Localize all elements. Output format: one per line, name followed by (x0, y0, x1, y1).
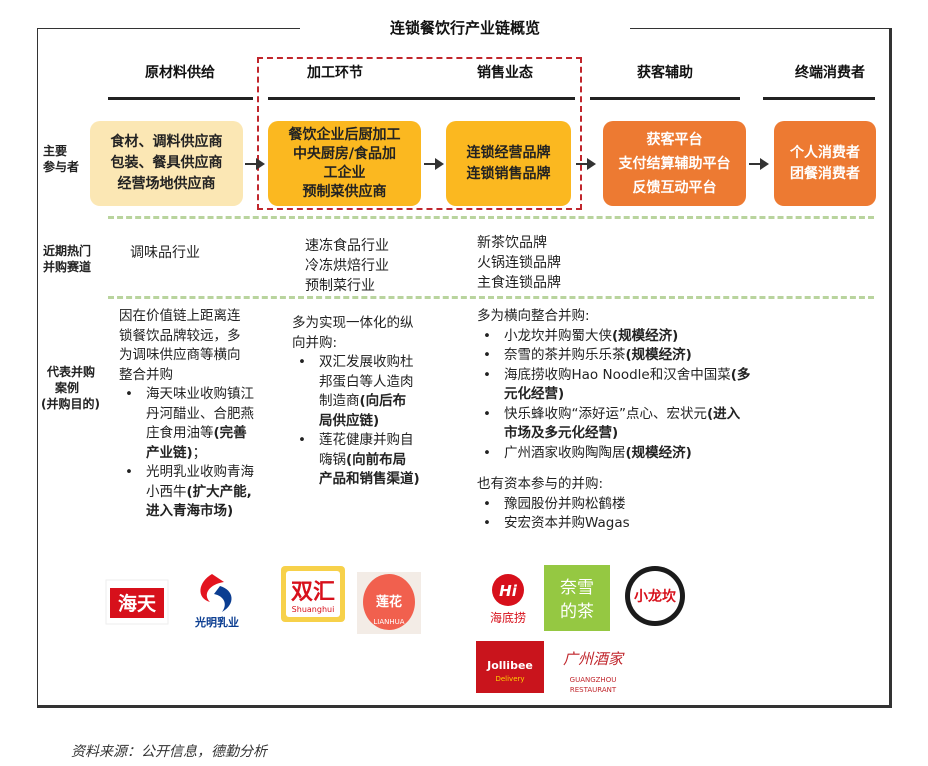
naixue-logo: 奈雪 的茶 (544, 565, 610, 631)
svg-text:双汇: 双汇 (291, 580, 335, 605)
section-divider (108, 216, 874, 219)
svg-text:海底捞: 海底捞 (490, 610, 526, 625)
case-item: 双汇发展收购杜 邦蛋白等人造肉 制造商(向后布 局供应链) (292, 353, 420, 431)
haidilao-logo: Hi 海底捞 (490, 574, 526, 625)
case-item: 广州酒家收购陶陶居(规模经济) (477, 444, 750, 464)
case-item: 海底捞收购Hao Noodle和汉舍中国菜(多 元化经营) (477, 366, 750, 405)
guangzhou-restaurant-logo: 广州酒家 GUANGZHOU RESTAURANT (563, 650, 625, 694)
stage-sales: 销售业态 (477, 65, 533, 81)
participant-box-raw-materials: 食材、调料供应商 包装、餐具供应商 经营场地供应商 (90, 121, 243, 206)
svg-text:光明乳业: 光明乳业 (194, 615, 239, 629)
stage-rule (763, 97, 875, 100)
title-wrap: 连锁餐饮行产业链概览 (300, 16, 630, 40)
svg-text:小龙坎: 小龙坎 (634, 588, 677, 605)
stage-rule (590, 97, 740, 100)
flow-arrow (576, 158, 596, 170)
case-item: 光明乳业收购青海 小西牛(扩大产能, 进入青海市场) (119, 463, 254, 522)
flow-arrow (245, 158, 265, 170)
stage-rule (268, 97, 575, 100)
case-item: 莲花健康并购自 嗨锅(向前布局 产品和销售渠道) (292, 431, 420, 490)
focus-dashed-box (257, 57, 582, 210)
svg-text:Shuanghui: Shuanghui (292, 605, 335, 614)
case-item: 海天味业收购镇江 丹河醋业、合肥燕 庄食用油等(完善 产业链)； (119, 385, 254, 463)
stage-processing: 加工环节 (307, 65, 363, 81)
source-note: 资料来源：公开信息，德勤分析 (71, 744, 267, 760)
participant-box-sales: 连锁经营品牌 连锁销售品牌 (446, 121, 571, 206)
shuanghui-logo: 双汇 Shuanghui (281, 566, 345, 622)
page-title: 连锁餐饮行产业链概览 (389, 19, 540, 37)
svg-text:LIANHUA: LIANHUA (373, 618, 404, 626)
svg-text:Delivery: Delivery (495, 675, 524, 683)
stage-raw-materials: 原材料供给 (145, 65, 215, 81)
participant-box-consumers: 个人消费者 团餐消费者 (774, 121, 876, 206)
cases-col1: 因在价值链上距离连 锁餐饮品牌较远，多 为调味供应商等横向 整合并购 海天味业收… (119, 307, 254, 522)
flow-arrow (749, 158, 769, 170)
hot-sectors-col2: 速冻食品行业 冷冻烘焙行业 预制菜行业 (305, 238, 389, 294)
haitian-logo: 海天 (105, 579, 169, 625)
flow-arrow (424, 158, 444, 170)
case-item: 快乐蜂收购“添好运”点心、宏状元(进入 市场及多元化经营) (477, 405, 750, 444)
svg-text:奈雪: 奈雪 (560, 578, 594, 598)
svg-text:海天: 海天 (118, 592, 157, 615)
stage-rule (108, 97, 253, 100)
capital-item: 安宏资本并购Wagas (477, 514, 750, 534)
xiaolongkan-logo: 小龙坎 (625, 566, 685, 626)
svg-text:广州酒家: 广州酒家 (563, 650, 625, 668)
participant-box-processing: 餐饮企业后厨加工 中央厨房/食品加 工企业 预制菜供应商 (268, 121, 421, 206)
svg-text:Hi: Hi (499, 582, 518, 600)
stage-consumers: 终端消费者 (795, 65, 865, 81)
section-divider (108, 296, 874, 299)
svg-text:RESTAURANT: RESTAURANT (570, 686, 617, 694)
cases-col3: 多为横向整合并购: 小龙坎并购蜀大侠(规模经济) 奈雪的茶并购乐乐茶(规模经济)… (477, 307, 750, 534)
hot-sectors-col1: 调味品行业 (130, 245, 200, 261)
stage-acquisition: 获客辅助 (637, 65, 693, 81)
case-item: 奈雪的茶并购乐乐茶(规模经济) (477, 346, 750, 366)
jollibee-logo: Jollibee Delivery (476, 641, 544, 693)
cases-col2: 多为实现一体化的纵 向并购: 双汇发展收购杜 邦蛋白等人造肉 制造商(向后布 局… (292, 314, 420, 490)
svg-text:GUANGZHOU: GUANGZHOU (570, 676, 617, 684)
participant-box-acquisition: 获客平台 支付结算辅助平台 反馈互动平台 (603, 121, 746, 206)
svg-text:的茶: 的茶 (560, 602, 594, 622)
bright-dairy-logo: 光明乳业 (194, 574, 239, 629)
case-item: 小龙坎并购蜀大侠(规模经济) (477, 327, 750, 347)
lotus-logo: 莲花 LIANHUA (357, 572, 421, 634)
hot-sectors-col3: 新茶饮品牌 火锅连锁品牌 主食连锁品牌 (477, 235, 561, 291)
row-label-participants: 主要 参与者 (43, 144, 80, 174)
svg-text:Jollibee: Jollibee (486, 659, 533, 672)
row-label-cases: 代表并购 案例 (并购目的) (41, 365, 100, 411)
row-label-hot-sectors: 近期热门 并购赛道 (43, 244, 92, 274)
capital-item: 豫园股份并购松鹤楼 (477, 495, 750, 515)
svg-text:莲花: 莲花 (376, 594, 402, 610)
